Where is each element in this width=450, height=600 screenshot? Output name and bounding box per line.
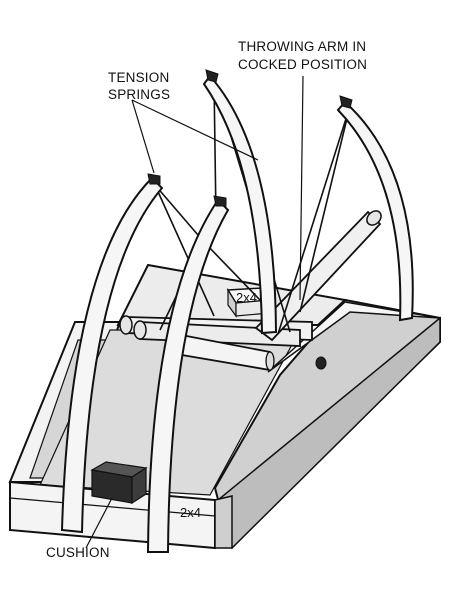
spring-bow-front-center bbox=[146, 198, 230, 553]
leader-lines bbox=[85, 75, 304, 549]
axle-hole bbox=[315, 356, 327, 370]
spring-bow-back-right bbox=[336, 100, 414, 322]
label-springs: SPRINGS bbox=[108, 87, 170, 102]
label-throwing-arm-1: THROWING ARM IN bbox=[238, 39, 366, 54]
label-2x4-top: 2x4 bbox=[236, 290, 257, 305]
cushion-block-side bbox=[131, 466, 147, 505]
spring-bow-front-left bbox=[60, 176, 164, 534]
label-tension: TENSION bbox=[108, 70, 169, 85]
label-throwing-arm-2: COCKED POSITION bbox=[238, 57, 367, 72]
front-board-end bbox=[214, 495, 233, 549]
spring-bow-back-center bbox=[202, 74, 278, 335]
label-2x4-front: 2x4 bbox=[180, 505, 201, 520]
label-cushion: CUSHION bbox=[46, 545, 110, 560]
